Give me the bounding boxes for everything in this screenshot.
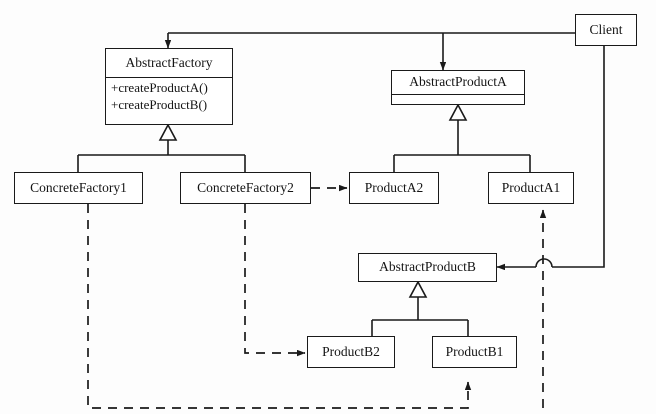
class-box-producta2[interactable]: ProductA2: [349, 172, 439, 204]
class-name-concretefactory2: ConcreteFactory2: [197, 179, 294, 195]
operation-createproducta: +createProductA(): [111, 80, 208, 95]
class-name-productb1: ProductB1: [445, 343, 504, 359]
class-name-abstractfactory: AbstractFactory: [125, 54, 213, 70]
class-box-abstractproducta[interactable]: AbstractProductA: [391, 70, 525, 105]
class-name-concretefactory1: ConcreteFactory1: [30, 179, 127, 195]
generalization-triangle-abstractproductb: [408, 280, 428, 298]
class-box-producta1[interactable]: ProductA1: [488, 172, 574, 204]
class-name-abstractproducta: AbstractProductA: [409, 74, 507, 90]
class-name-abstractproductb: AbstractProductB: [379, 259, 476, 275]
class-box-concretefactory2[interactable]: ConcreteFactory2: [180, 172, 311, 204]
line-hop: [535, 258, 553, 268]
empty-compartment-abstractproducta: [392, 94, 524, 104]
class-name-productb2: ProductB2: [322, 343, 380, 359]
class-box-client[interactable]: Client: [575, 14, 637, 46]
class-name-producta1: ProductA1: [501, 179, 561, 195]
edge-client-to-abstractproductb: [552, 46, 605, 268]
operations-compartment-abstractfactory: +createProductA() +createProductB(): [106, 77, 232, 115]
operation-createproductb: +createProductB(): [111, 96, 208, 112]
class-name-client: Client: [589, 21, 623, 37]
class-box-productb2[interactable]: ProductB2: [307, 336, 395, 368]
class-box-concretefactory1[interactable]: ConcreteFactory1: [14, 172, 143, 204]
class-name-producta2: ProductA2: [364, 179, 424, 195]
class-box-abstractproductb[interactable]: AbstractProductB: [358, 253, 497, 282]
edge-dep-concretefactory1-to-productb1: [87, 204, 472, 409]
class-box-productb1[interactable]: ProductB1: [432, 336, 517, 368]
class-box-abstractfactory[interactable]: AbstractFactory +createProductA() +creat…: [105, 48, 233, 125]
edge-dep-concretefactory2-to-productb2: [244, 204, 306, 357]
generalization-triangle-abstractproducta: [448, 103, 468, 121]
generalization-triangle-abstractfactory: [158, 123, 178, 141]
